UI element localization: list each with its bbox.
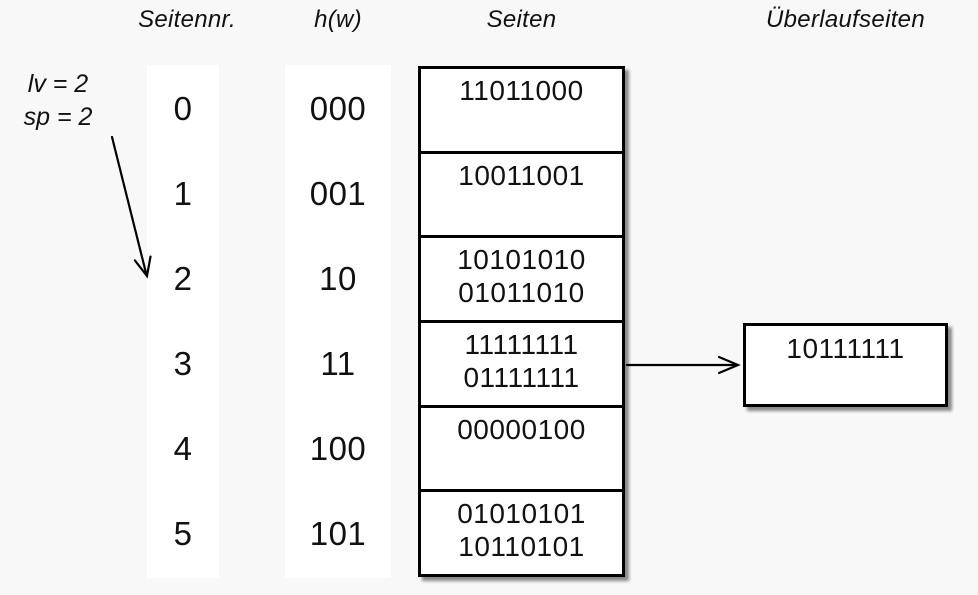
hw-column-strip	[285, 65, 391, 578]
state-annotation: lv = 2 sp = 2	[14, 68, 102, 134]
seitennr-value: 1	[173, 174, 193, 212]
seitennr-value: 4	[173, 429, 193, 467]
seiten-cell: 01010101 10110101	[421, 492, 622, 574]
page-record: 00000100	[457, 413, 586, 445]
seiten-cell: 10011001	[421, 154, 622, 239]
header-seiten: Seiten	[486, 6, 557, 33]
page-record: 10011001	[458, 159, 585, 191]
seitennr-value: 2	[173, 259, 193, 297]
page-record: 10101010	[457, 244, 586, 276]
hw-value: 001	[309, 174, 367, 212]
header-ueberlaufseiten: Überlaufseiten	[766, 6, 925, 33]
header-seitennr: Seitennr.	[138, 6, 236, 33]
header-hash-function: h(w)	[314, 6, 362, 33]
page-record: 10110101	[458, 531, 585, 563]
page-record: 01111111	[463, 362, 580, 394]
lv-value-label: lv = 2	[27, 70, 89, 98]
seiten-table: 11011000 10011001 10101010 01011010 1111…	[418, 66, 625, 577]
hw-value: 100	[309, 429, 367, 467]
overflow-page-box: 10111111	[743, 323, 948, 407]
hw-value: 10	[319, 259, 357, 297]
seitennr-column-strip	[147, 65, 219, 578]
hw-value: 000	[309, 89, 367, 127]
seiten-cell: 11011000	[421, 69, 622, 154]
overflow-record: 10111111	[786, 333, 905, 364]
split-pointer-arrow	[110, 135, 152, 279]
seiten-cell: 10101010 01011010	[421, 238, 622, 324]
seitennr-value: 5	[173, 514, 193, 552]
seiten-cell: 11111111 01111111	[421, 323, 622, 408]
hw-value: 11	[320, 344, 356, 382]
page-record: 01010101	[457, 498, 586, 530]
seiten-cell: 00000100	[421, 408, 622, 493]
overflow-arrow	[625, 355, 741, 375]
page-record: 11011000	[459, 75, 584, 106]
sp-value-label: sp = 2	[23, 103, 93, 131]
page-record: 01011010	[458, 277, 585, 309]
seitennr-value: 0	[173, 89, 193, 127]
seitennr-value: 3	[173, 344, 193, 382]
hw-value: 101	[309, 514, 367, 552]
page-record: 11111111	[464, 329, 579, 361]
